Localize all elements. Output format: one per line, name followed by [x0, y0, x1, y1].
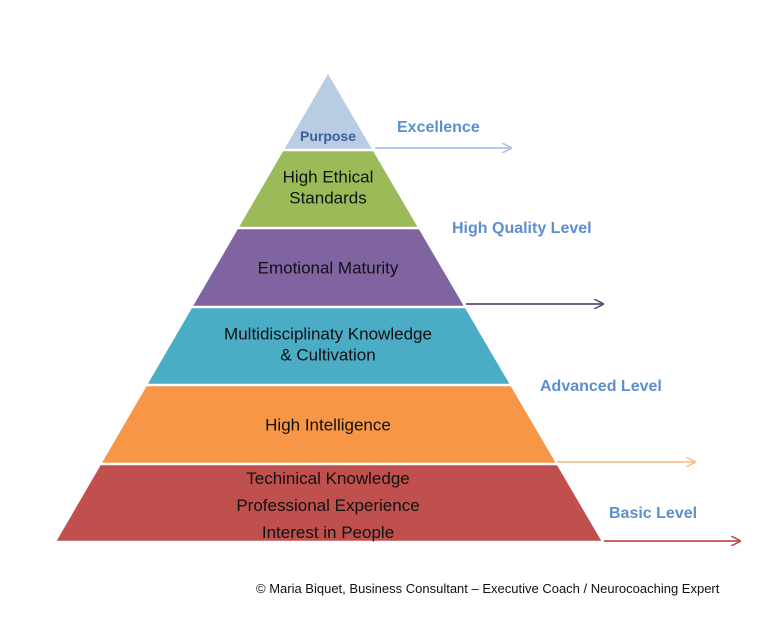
tier-6-label-line-2: Professional Experience	[236, 496, 419, 515]
pyramid-tier-5	[102, 386, 556, 463]
tier-5-label-line-1: High Intelligence	[265, 416, 391, 435]
level-arrows	[375, 148, 740, 541]
pyramid-tier-3	[193, 229, 464, 306]
tier-3-label-line-1: Emotional Maturity	[258, 259, 399, 278]
tier-2-label-line-2: Standards	[289, 189, 367, 208]
pyramid-tier-1	[284, 74, 372, 149]
tier-1-label-line-1: Purpose	[300, 128, 356, 144]
tier-2-label-line-1: High Ethical	[283, 168, 374, 187]
level-label-2: High Quality Level	[452, 220, 592, 237]
tier-4-label-line-2: & Cultivation	[280, 346, 375, 365]
pyramid-tier-4	[147, 308, 510, 384]
tier-6-label-line-3: Interest in People	[262, 523, 394, 542]
copyright-credit: © Maria Biquet, Business Consultant – Ex…	[256, 581, 720, 596]
level-label-1: Excellence	[397, 119, 480, 136]
pyramid-tier-6	[56, 465, 602, 541]
tier-6-label-line-1: Techinical Knowledge	[246, 469, 410, 488]
tier-4-label-line-1: Multidisciplinaty Knowledge	[224, 325, 432, 344]
pyramid-tier-2	[239, 151, 418, 227]
level-label-3: Advanced Level	[540, 378, 662, 395]
level-label-4: Basic Level	[609, 505, 697, 522]
